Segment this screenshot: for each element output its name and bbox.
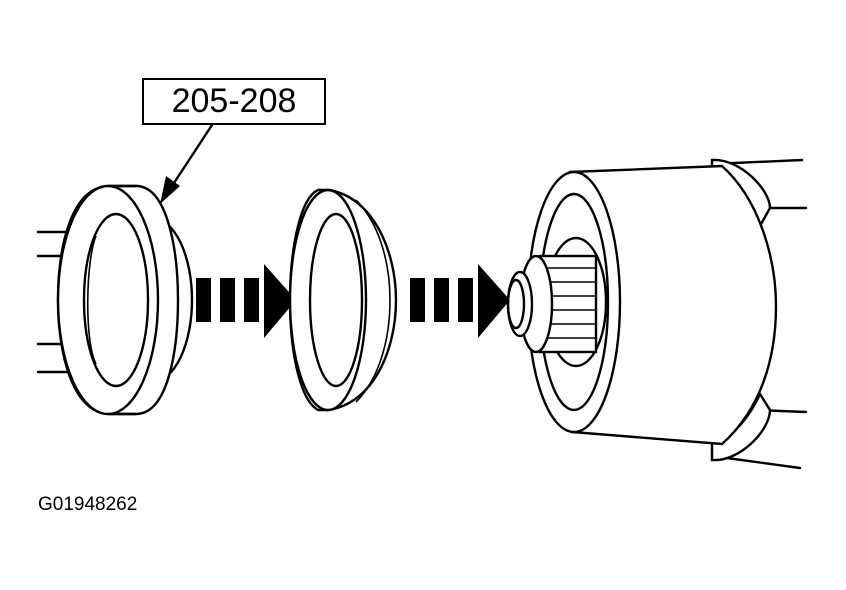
- seal-icon: [288, 188, 398, 412]
- tool-number-label: 205-208: [171, 82, 297, 120]
- callout-leader: [160, 123, 214, 204]
- arrow-right-icon: [410, 264, 510, 338]
- figure-id-label: G01948262: [38, 494, 138, 515]
- installer-tool-icon: [36, 184, 194, 416]
- arrow-right-icon: [196, 264, 296, 338]
- housing-icon: [506, 158, 808, 470]
- tool-number-callout: 205-208: [142, 78, 326, 125]
